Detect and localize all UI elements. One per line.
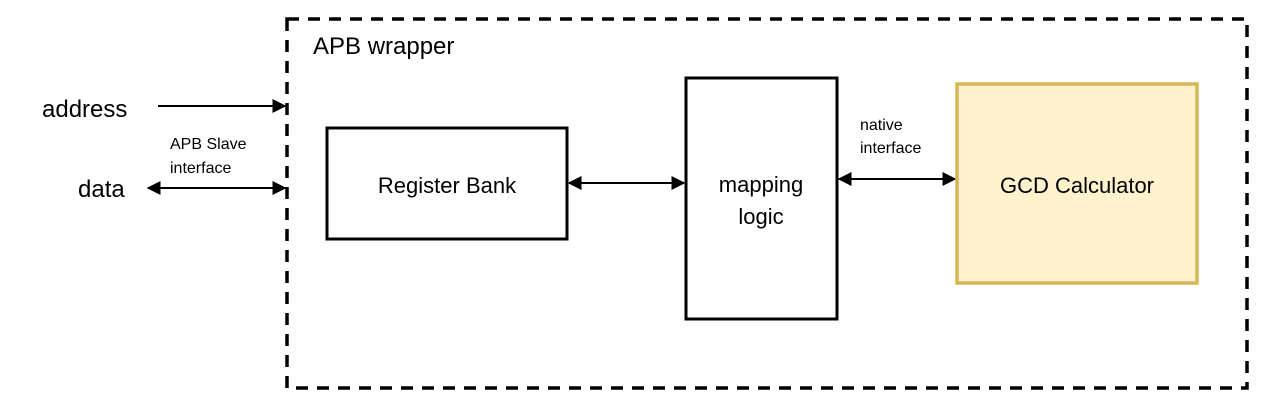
register-bank-label: Register Bank [378, 173, 517, 198]
apb-wrapper-boundary [285, 17, 1249, 390]
native-interface-label-line1: native [860, 117, 903, 134]
register-bank-block [325, 126, 569, 241]
gcd-calculator-label: GCD Calculator [1000, 173, 1154, 198]
address-label: address [42, 96, 127, 123]
mapping-logic-block [684, 76, 839, 321]
data-label: data [78, 176, 125, 203]
mapping-logic-label-line1: mapping [719, 172, 803, 197]
mapping-logic-label-line2: logic [738, 204, 783, 229]
apb-slave-interface-label-line2: interface [170, 160, 231, 177]
gcd-calculator-block [955, 82, 1199, 285]
apb-wrapper-title: APB wrapper [313, 33, 454, 60]
native-interface-label-line2: interface [860, 140, 921, 157]
apb-slave-interface-label-line1: APB Slave [170, 136, 247, 153]
